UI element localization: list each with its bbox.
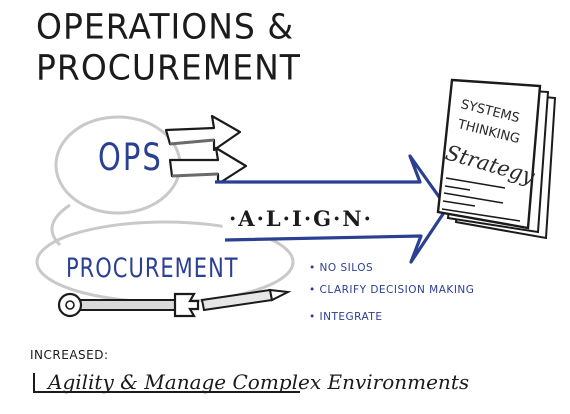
bullet-no-silos: • NO SILOS [309,262,374,274]
footer-bracket [33,373,300,393]
bullet-integrate: • INTEGRATE [309,311,383,323]
connector-curve [50,203,71,247]
align-label: ·A·L·I·G·N· [229,206,373,231]
ops-label: OPS [98,134,163,180]
page-title: OPERATIONS & PROCUREMENT [36,6,301,88]
ops-arrow-upper [164,114,242,152]
increased-label: INCREASED: [30,348,109,362]
wrench-icon [57,292,200,318]
bullet-clarify-decision-making: • CLARIFY DECISION MAKING [309,284,475,296]
document-stack-icon [436,78,557,240]
footer-tagline: Agility & Manage Complex Environments [48,370,470,394]
ops-arrow-lower [168,146,248,186]
procurement-label: PROCUREMENT [66,253,239,283]
pencil-icon [200,288,292,312]
